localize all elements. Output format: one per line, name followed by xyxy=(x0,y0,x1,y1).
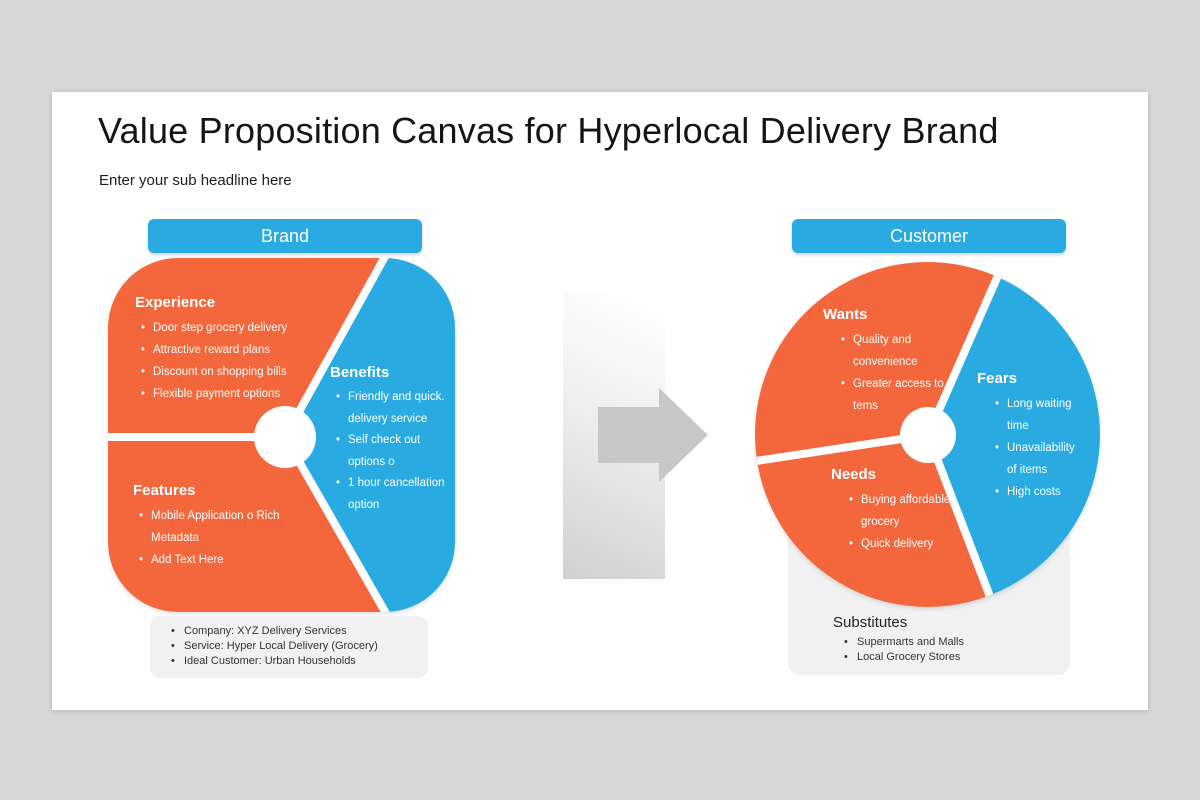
section-title: Fears xyxy=(977,370,1018,387)
fears-list: Long waiting timeUnavailability of items… xyxy=(977,393,1079,503)
bullet-item: Long waiting time xyxy=(995,393,1079,437)
bullet-item: Local Grocery Stores xyxy=(844,650,964,665)
page-title: Value Proposition Canvas for Hyperlocal … xyxy=(98,110,999,151)
bullet-item: Door step grocery delivery xyxy=(141,317,343,339)
bullet-item: 1 hour cancellation option xyxy=(336,473,446,516)
section-title: Features xyxy=(133,482,196,499)
bullet-item: Attractive reward plans xyxy=(141,339,343,361)
right-arrow-head-icon xyxy=(659,388,708,482)
bullet-item: Quick delivery xyxy=(849,533,965,555)
needs-list: Buying affordable groceryQuick delivery xyxy=(831,489,965,555)
experience-list: Door step grocery deliveryAttractive rew… xyxy=(135,317,343,405)
bullet-item: Discount on shopping bills xyxy=(141,361,343,383)
center-circle xyxy=(254,406,316,468)
section-title: Needs xyxy=(831,466,877,483)
bullet-item: Buying affordable grocery xyxy=(849,489,965,533)
wants-list: Quality and convenienceGreater access to… xyxy=(823,329,955,417)
brand-header: Brand xyxy=(148,219,422,253)
bullet-item: Friendly and quick. delivery service xyxy=(336,387,446,430)
bullet-item: Mobile Application o Rich Metadata xyxy=(139,505,321,549)
customer-header: Customer xyxy=(792,219,1066,253)
right-arrow-icon xyxy=(598,407,660,463)
bullet-item: Quality and convenience xyxy=(841,329,955,373)
bullet-item: Ideal Customer: Urban Households xyxy=(171,654,428,669)
substitutes-section: Substitutes Supermarts and MallsLocal Gr… xyxy=(833,614,964,665)
bullet-item: Self check out options o xyxy=(336,430,446,473)
bullet-item: Company: XYZ Delivery Services xyxy=(171,624,428,639)
page-subtitle: Enter your sub headline here xyxy=(99,172,292,189)
fears-section: Fears Long waiting timeUnavailability of… xyxy=(977,370,1079,503)
bullet-item: Flexible payment options xyxy=(141,383,343,405)
wants-section: Wants Quality and convenienceGreater acc… xyxy=(823,306,955,417)
bullet-item: High costs xyxy=(995,481,1079,503)
section-title: Experience xyxy=(135,294,216,311)
bullet-item: Supermarts and Malls xyxy=(844,635,964,650)
brand-value-map: Experience Door step grocery deliveryAtt… xyxy=(108,258,455,612)
bullet-item: Service: Hyper Local Delivery (Grocery) xyxy=(171,639,428,654)
slide: Value Proposition Canvas for Hyperlocal … xyxy=(52,92,1148,710)
bullet-item: Greater access to tems xyxy=(841,373,955,417)
section-title: Wants xyxy=(823,306,868,323)
divider xyxy=(108,433,289,441)
customer-profile-circle: Wants Quality and convenienceGreater acc… xyxy=(755,262,1100,607)
brand-footer-box: Company: XYZ Delivery ServicesService: H… xyxy=(150,616,428,678)
experience-section: Experience Door step grocery deliveryAtt… xyxy=(135,294,343,405)
substitutes-list: Supermarts and MallsLocal Grocery Stores xyxy=(833,635,964,665)
benefits-section: Benefits Friendly and quick. delivery se… xyxy=(330,364,446,516)
features-section: Features Mobile Application o Rich Metad… xyxy=(133,482,321,571)
brand-footer-list: Company: XYZ Delivery ServicesService: H… xyxy=(150,616,428,669)
features-list: Mobile Application o Rich MetadataAdd Te… xyxy=(133,505,321,571)
section-title: Benefits xyxy=(330,364,390,381)
benefits-list: Friendly and quick. delivery serviceSelf… xyxy=(330,387,446,516)
section-title: Substitutes xyxy=(833,614,908,631)
bullet-item: Unavailability of items xyxy=(995,437,1079,481)
bullet-item: Add Text Here xyxy=(139,549,321,571)
needs-section: Needs Buying affordable groceryQuick del… xyxy=(831,466,965,555)
